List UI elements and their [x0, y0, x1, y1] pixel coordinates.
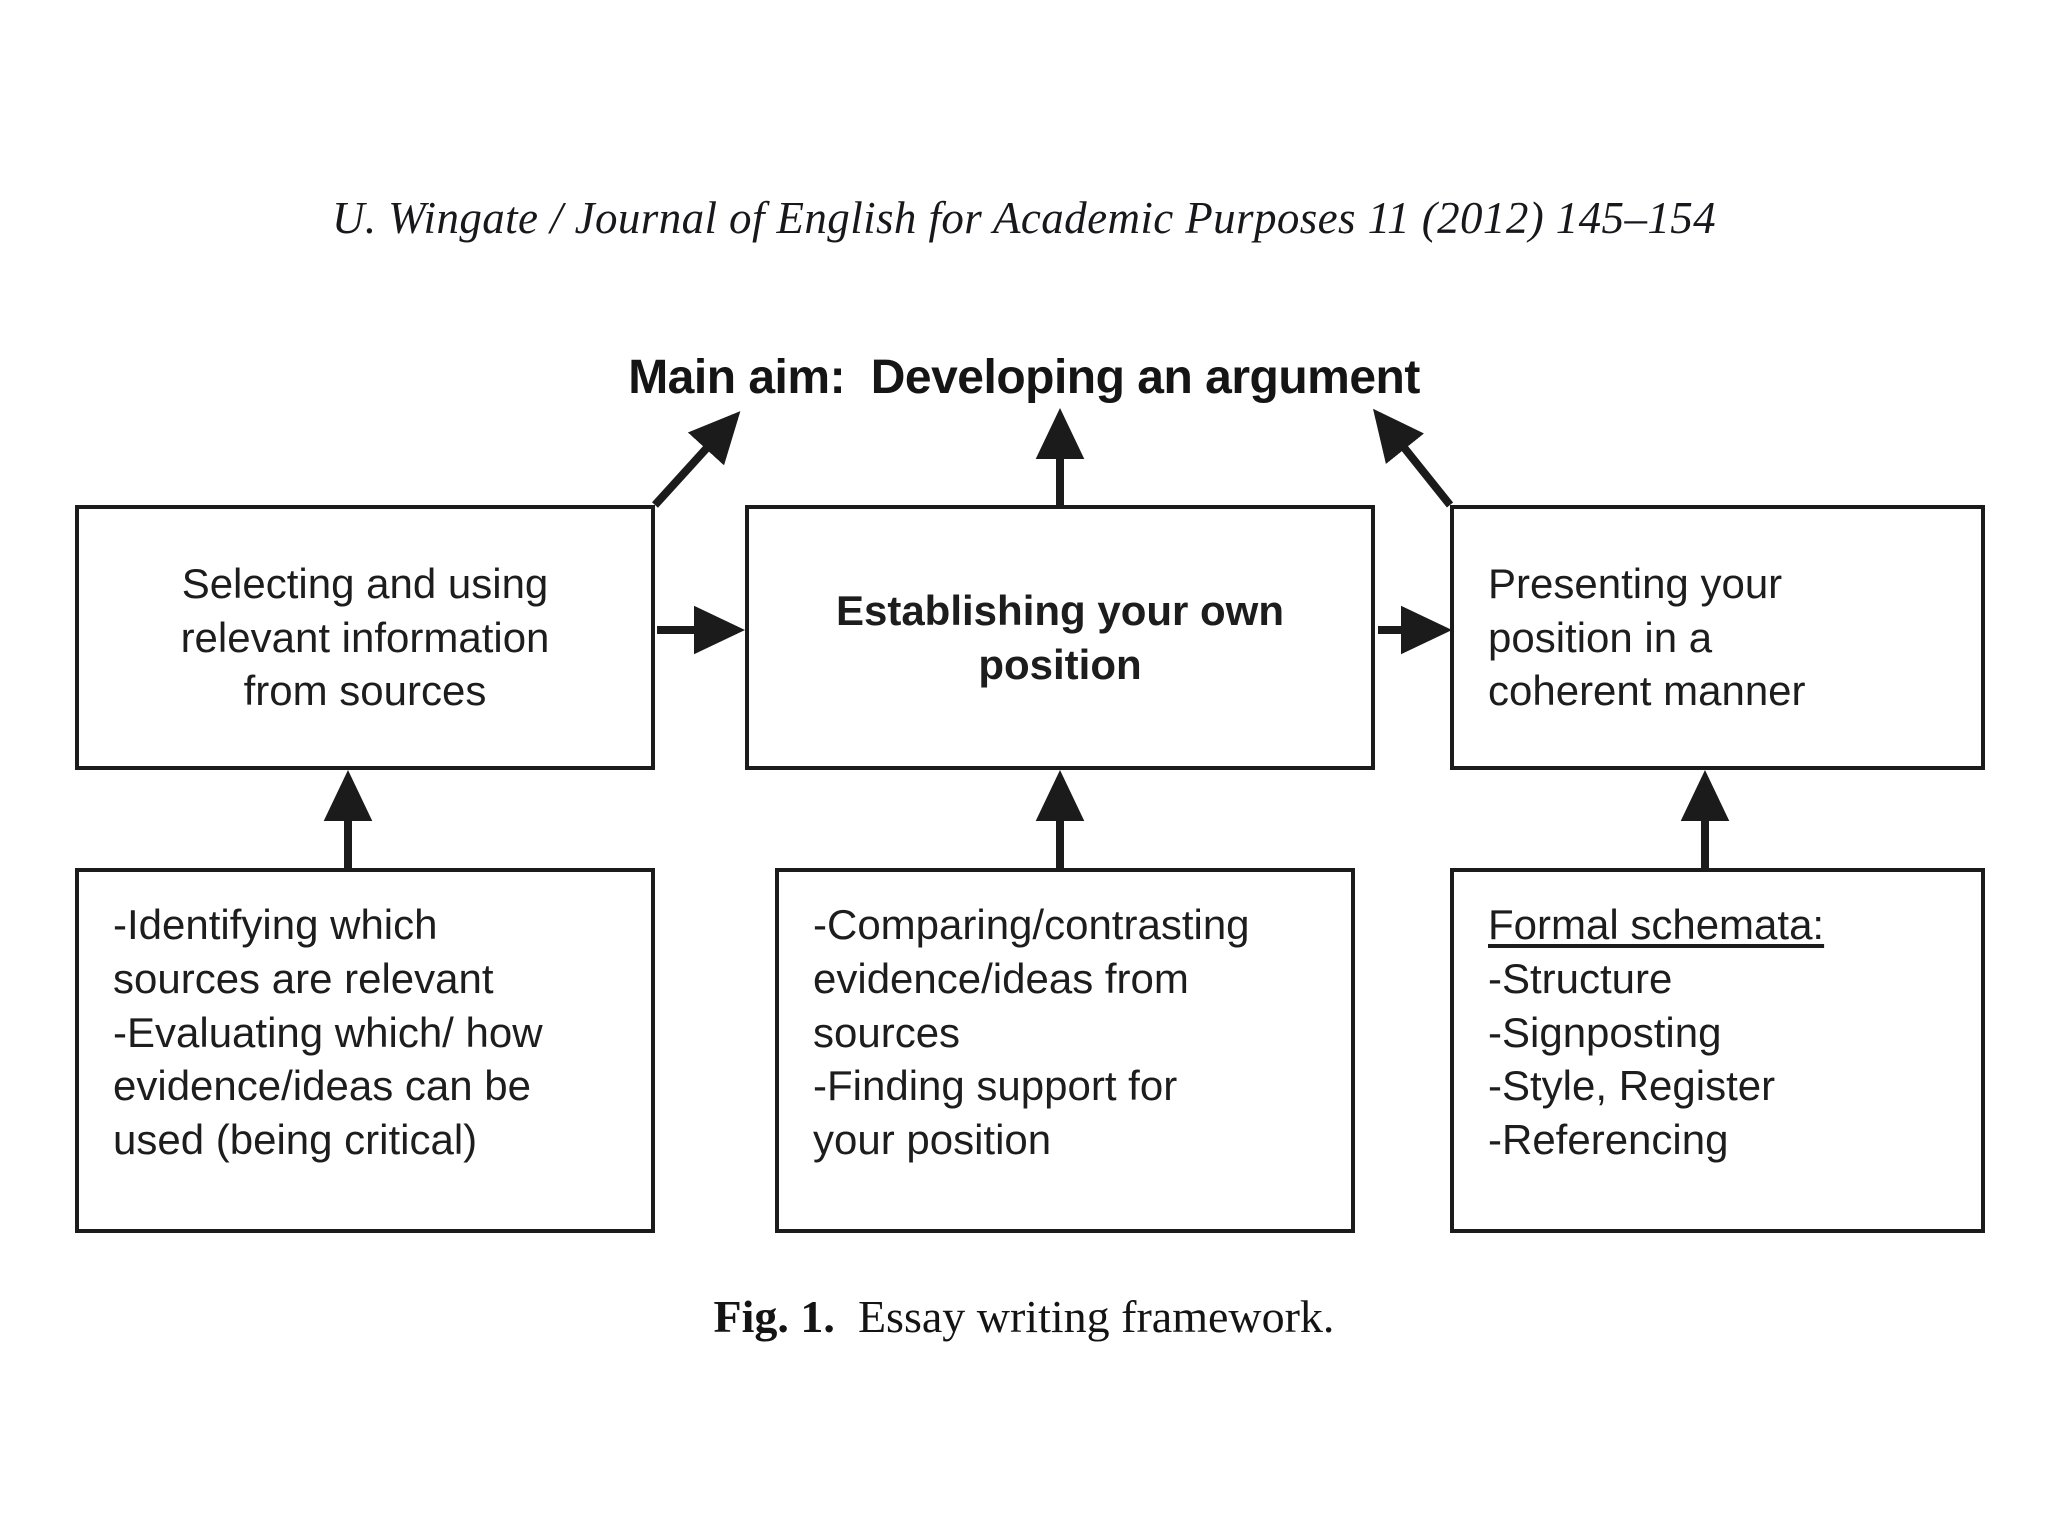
box-establishing-your-own-position: Establishing your own position — [745, 505, 1375, 770]
box-line: -Signposting — [1488, 1008, 1722, 1056]
figure-number: Fig. 1. — [713, 1291, 835, 1342]
arrow-select-to-main-aim — [652, 411, 741, 508]
box-line: Presenting your — [1488, 559, 1783, 607]
arrow-present-to-main-aim — [1373, 408, 1454, 508]
formal-schemata-heading: Formal schemata: — [1488, 901, 1825, 948]
box-line: Selecting and using — [181, 559, 549, 607]
box-line: -Style, Register — [1488, 1062, 1776, 1110]
box-line: relevant information — [180, 613, 550, 661]
box-selecting-sources-details: -Identifying which sources are relevant … — [75, 868, 655, 1233]
box-line: sources are relevant — [113, 954, 494, 1002]
box-line: -Referencing — [1488, 1116, 1729, 1163]
box-line: -Structure — [1488, 954, 1673, 1002]
box-line: used (being critical) — [113, 1116, 478, 1163]
box-line: sources — [813, 1008, 961, 1056]
box-line: -Identifying which — [113, 901, 438, 948]
box-line: evidence/ideas from — [813, 954, 1189, 1002]
box-formal-schemata-details: Formal schemata: -Structure -Signposting… — [1450, 868, 1985, 1233]
figure-caption-text: Essay writing framework. — [834, 1291, 1335, 1342]
box-line: position — [978, 640, 1142, 688]
main-aim-title: Main aim: Developing an argument — [628, 351, 1420, 404]
box-establishing-position-details: -Comparing/contrasting evidence/ideas fr… — [775, 868, 1355, 1233]
box-line: Establishing your own — [835, 586, 1285, 634]
box-selecting-and-using-sources: Selecting and using relevant information… — [75, 505, 655, 770]
box-presenting-your-position: Presenting your position in a coherent m… — [1450, 505, 1985, 770]
box-line: your position — [813, 1116, 1052, 1163]
box-line: evidence/ideas can be — [113, 1062, 531, 1110]
box-line: coherent manner — [1488, 667, 1806, 715]
box-line: -Evaluating which/ how — [113, 1008, 543, 1056]
box-line: -Finding support for — [813, 1062, 1178, 1110]
journal-running-head: U. Wingate / Journal of English for Acad… — [331, 193, 1717, 243]
box-line: position in a — [1488, 613, 1713, 661]
box-line: from sources — [243, 667, 487, 715]
figure-caption: Fig. 1. Essay writing framework. — [0, 1290, 2048, 1343]
box-line: -Comparing/contrasting — [813, 901, 1250, 948]
